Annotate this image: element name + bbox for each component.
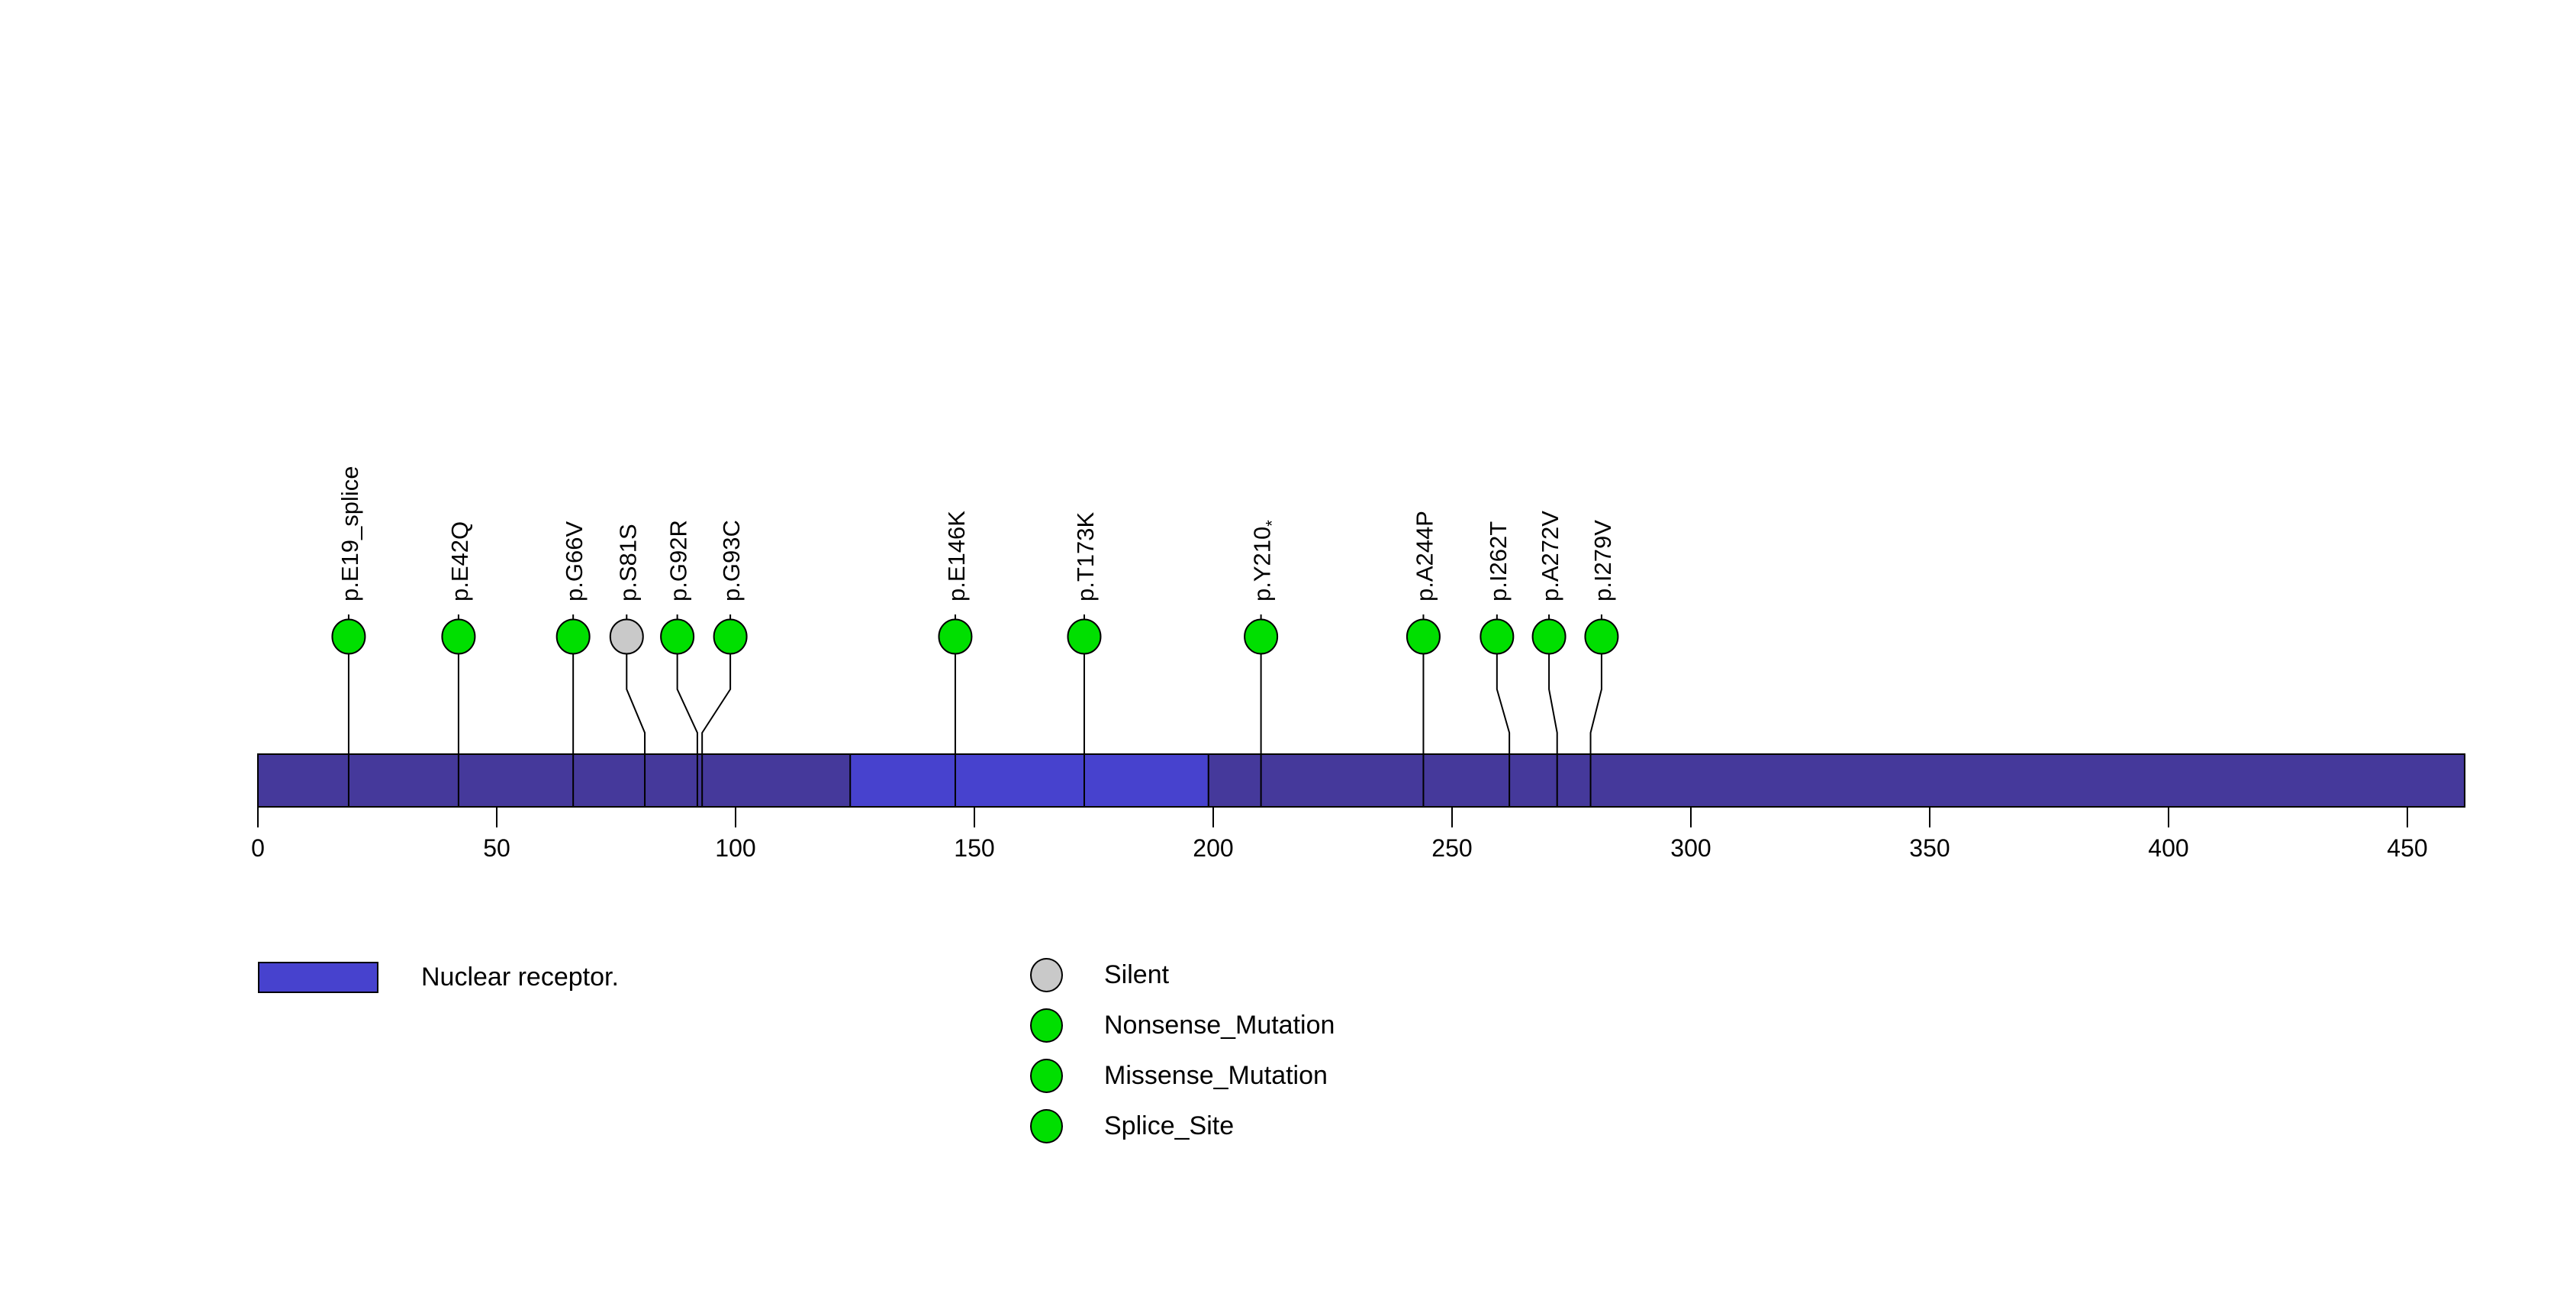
mutation-label: p.Y210* <box>1249 520 1282 601</box>
missense_mutation-circle-icon <box>1030 1059 1063 1093</box>
mutation-label: p.G92R <box>665 520 692 601</box>
mutation-circle <box>609 618 644 655</box>
mutation-circle <box>660 618 695 655</box>
legend-type-label: Missense_Mutation <box>1104 1061 1328 1090</box>
x-axis-tick-label: 250 <box>1431 834 1472 862</box>
mutation-label: p.S81S <box>614 524 641 601</box>
mutation-label: p.G93C <box>718 520 745 601</box>
mutation-label: p.E19_splice <box>336 466 363 601</box>
mutation-circle <box>938 618 973 655</box>
silent-circle-icon <box>1030 958 1063 992</box>
domain-legend-label: Nuclear receptor. <box>421 963 619 992</box>
mutation-circle <box>1244 618 1279 655</box>
mutation-label: p.G66V <box>561 521 588 601</box>
x-axis-tick-label: 400 <box>2148 834 2188 862</box>
protein-bar <box>257 753 2466 808</box>
mutation-label: p.T173K <box>1072 511 1099 601</box>
legend-type-label: Nonsense_Mutation <box>1104 1011 1335 1040</box>
mutation-circle <box>441 618 476 655</box>
mutation-label: p.I279V <box>1589 520 1616 601</box>
nonsense_mutation-circle-icon <box>1030 1008 1063 1043</box>
x-axis-tick-label: 150 <box>954 834 994 862</box>
mutation-circle <box>1067 618 1102 655</box>
x-axis-tick-label: 350 <box>1909 834 1950 862</box>
mutation-circle <box>1406 618 1441 655</box>
domain-nuclear-receptor <box>849 753 1209 808</box>
mutation-label: p.E146K <box>943 511 970 601</box>
splice_site-circle-icon <box>1030 1109 1063 1143</box>
legend-row-nonsense_mutation: Nonsense_Mutation <box>1030 1008 1335 1043</box>
x-axis-tick-label: 50 <box>483 834 510 862</box>
mutation-circle <box>713 618 748 655</box>
legend-type-label: Silent <box>1104 960 1170 989</box>
domain-color-swatch <box>258 962 378 993</box>
x-axis-tick-label: 450 <box>2387 834 2427 862</box>
legend-row-splice_site: Splice_Site <box>1030 1109 1335 1143</box>
mutation-label: p.A244P <box>1411 511 1438 601</box>
legend-row-silent: Silent <box>1030 958 1335 992</box>
mutation-circle <box>555 618 591 655</box>
x-axis-tick-label: 200 <box>1193 834 1233 862</box>
mutation-label: p.E42Q <box>446 521 473 601</box>
mutation-circle <box>1531 618 1567 655</box>
legend-row-missense_mutation: Missense_Mutation <box>1030 1059 1335 1093</box>
x-axis-tick-label: 0 <box>251 834 265 862</box>
x-axis-tick-label: 100 <box>715 834 755 862</box>
x-axis-tick-label: 300 <box>1670 834 1711 862</box>
mutation-circle <box>331 618 366 655</box>
legend-type-label: Splice_Site <box>1104 1111 1235 1140</box>
mutation-circle <box>1480 618 1515 655</box>
mutation-label: p.A272V <box>1537 511 1563 601</box>
mutation-circle <box>1584 618 1619 655</box>
mutation-label: p.I262T <box>1485 521 1512 601</box>
